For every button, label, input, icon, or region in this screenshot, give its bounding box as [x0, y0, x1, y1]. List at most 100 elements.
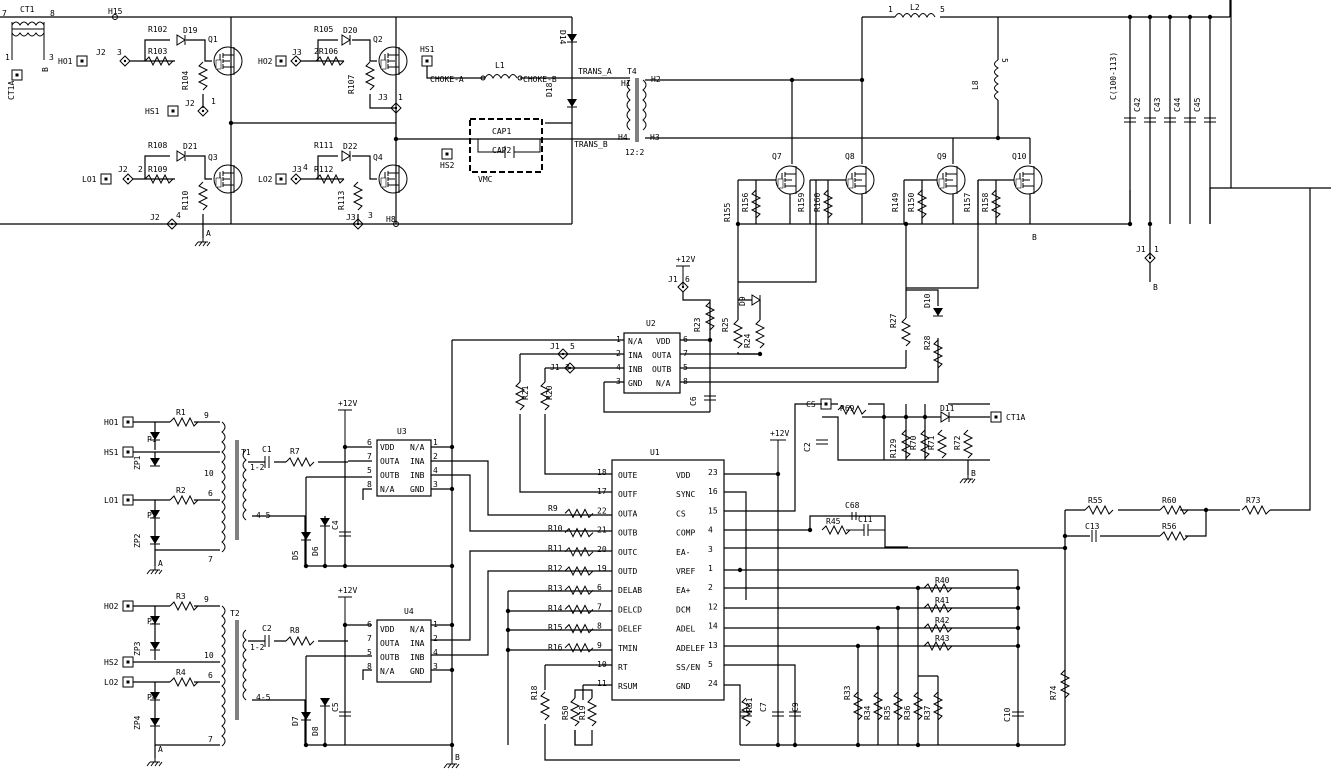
- svg-text:D5: D5: [291, 550, 300, 560]
- svg-text:Q7: Q7: [772, 152, 782, 161]
- svg-text:L1: L1: [495, 61, 505, 70]
- svg-text:CT1A: CT1A: [1006, 413, 1025, 422]
- svg-text:R155: R155: [723, 203, 732, 222]
- u1-pin-name: VREF: [676, 567, 695, 576]
- svg-text:R14: R14: [548, 604, 563, 613]
- svg-text:R13: R13: [548, 584, 563, 593]
- svg-text:8: 8: [367, 662, 372, 671]
- svg-text:Q4: Q4: [373, 153, 383, 162]
- svg-text:D9: D9: [738, 296, 747, 306]
- svg-text:HS1: HS1: [145, 107, 160, 116]
- svg-text:J2: J2: [118, 165, 128, 174]
- svg-text:1-2: 1-2: [250, 643, 265, 652]
- svg-text:VDD: VDD: [656, 337, 671, 346]
- svg-text:OUTB: OUTB: [380, 653, 399, 662]
- svg-text:R20: R20: [545, 385, 554, 400]
- svg-text:N/A: N/A: [656, 379, 671, 388]
- svg-text:5: 5: [367, 466, 372, 475]
- u1-pin-name: DELCD: [618, 605, 642, 614]
- svg-text:R72: R72: [953, 435, 962, 450]
- svg-text:R15: R15: [548, 623, 563, 632]
- svg-text:5: 5: [1000, 58, 1009, 63]
- u1-series-resistor: [564, 508, 594, 518]
- u1-pin-name: RT: [618, 663, 628, 672]
- svg-text:N/A: N/A: [628, 337, 643, 346]
- svg-text:C42: C42: [1133, 97, 1142, 112]
- svg-text:1: 1: [398, 93, 403, 102]
- svg-text:R102: R102: [148, 25, 167, 34]
- u1-pin-name: OUTD: [618, 567, 637, 576]
- svg-text:D8: D8: [311, 726, 320, 736]
- svg-text:12:2: 12:2: [625, 148, 644, 157]
- u1-pin-name: EA+: [676, 586, 691, 595]
- svg-text:A: A: [206, 229, 211, 238]
- u1-series-resistor: [564, 585, 594, 595]
- svg-text:D21: D21: [183, 142, 198, 151]
- svg-text:Q3: Q3: [208, 153, 218, 162]
- svg-text:R55: R55: [1088, 496, 1103, 505]
- svg-text:C13: C13: [1085, 522, 1100, 531]
- svg-text:U1: U1: [650, 448, 660, 457]
- u1-pin-number: 22: [597, 506, 607, 515]
- svg-text:ZP2: ZP2: [133, 533, 142, 548]
- svg-text:J1: J1: [1136, 245, 1146, 254]
- svg-text:HS1: HS1: [104, 448, 119, 457]
- svg-text:R60: R60: [1162, 496, 1177, 505]
- svg-text:J1: J1: [550, 342, 560, 351]
- svg-text:T4: T4: [627, 67, 637, 76]
- svg-text:R27: R27: [889, 313, 898, 328]
- svg-text:Q10: Q10: [1012, 152, 1027, 161]
- svg-text:C68: C68: [845, 501, 860, 510]
- svg-text:CAP1: CAP1: [492, 127, 511, 136]
- svg-text:B: B: [455, 753, 460, 762]
- svg-text:R3: R3: [176, 592, 186, 601]
- svg-text:C45: C45: [1193, 97, 1202, 112]
- svg-text:LO1: LO1: [82, 175, 97, 184]
- u1-pin-number: 23: [708, 468, 718, 477]
- u1-pin-number: 20: [597, 545, 607, 554]
- svg-text:B: B: [1153, 283, 1158, 292]
- u1-pin-number: 9: [597, 641, 602, 650]
- svg-text:D22: D22: [343, 142, 358, 151]
- u1-pin-number: 8: [597, 622, 602, 631]
- svg-text:4: 4: [176, 211, 181, 220]
- svg-text:C(100-113): C(100-113): [1109, 52, 1118, 100]
- svg-text:5: 5: [367, 648, 372, 657]
- svg-text:7: 7: [2, 9, 7, 18]
- svg-text:INB: INB: [410, 653, 425, 662]
- svg-text:R112: R112: [314, 165, 333, 174]
- u1-series-resistor: [564, 604, 594, 614]
- output-capacitors: C(100-113) C42 C43 C44 C45: [1109, 17, 1216, 224]
- u1-series-resistor: [564, 624, 594, 634]
- svg-text:R35: R35: [883, 705, 892, 720]
- u1-pin-name: CS: [676, 509, 686, 518]
- svg-text:R111: R111: [314, 141, 333, 150]
- svg-text:R24: R24: [743, 333, 752, 348]
- svg-text:6: 6: [367, 438, 372, 447]
- controller-u1: U1: [611, 448, 725, 701]
- svg-text:R2: R2: [176, 486, 186, 495]
- svg-text:R103: R103: [148, 47, 167, 56]
- svg-text:R70: R70: [909, 435, 918, 450]
- u1-pin-name: TMIN: [618, 644, 637, 653]
- svg-text:R19: R19: [578, 705, 587, 720]
- svg-text:C2: C2: [262, 624, 272, 633]
- svg-text:3: 3: [565, 363, 570, 372]
- svg-text:J3: J3: [378, 93, 388, 102]
- svg-text:D18: D18: [545, 82, 554, 97]
- svg-text:J1: J1: [550, 363, 560, 372]
- svg-text:R110: R110: [181, 191, 190, 210]
- u1-pin-name: RSUM: [618, 682, 637, 691]
- svg-text:4: 4: [433, 466, 438, 475]
- svg-text:1: 1: [5, 53, 10, 62]
- svg-text:HO2: HO2: [104, 602, 119, 611]
- svg-text:HS2: HS2: [440, 161, 455, 170]
- svg-text:R129: R129: [889, 439, 898, 458]
- svg-text:1: 1: [211, 97, 216, 106]
- svg-text:C1: C1: [262, 445, 272, 454]
